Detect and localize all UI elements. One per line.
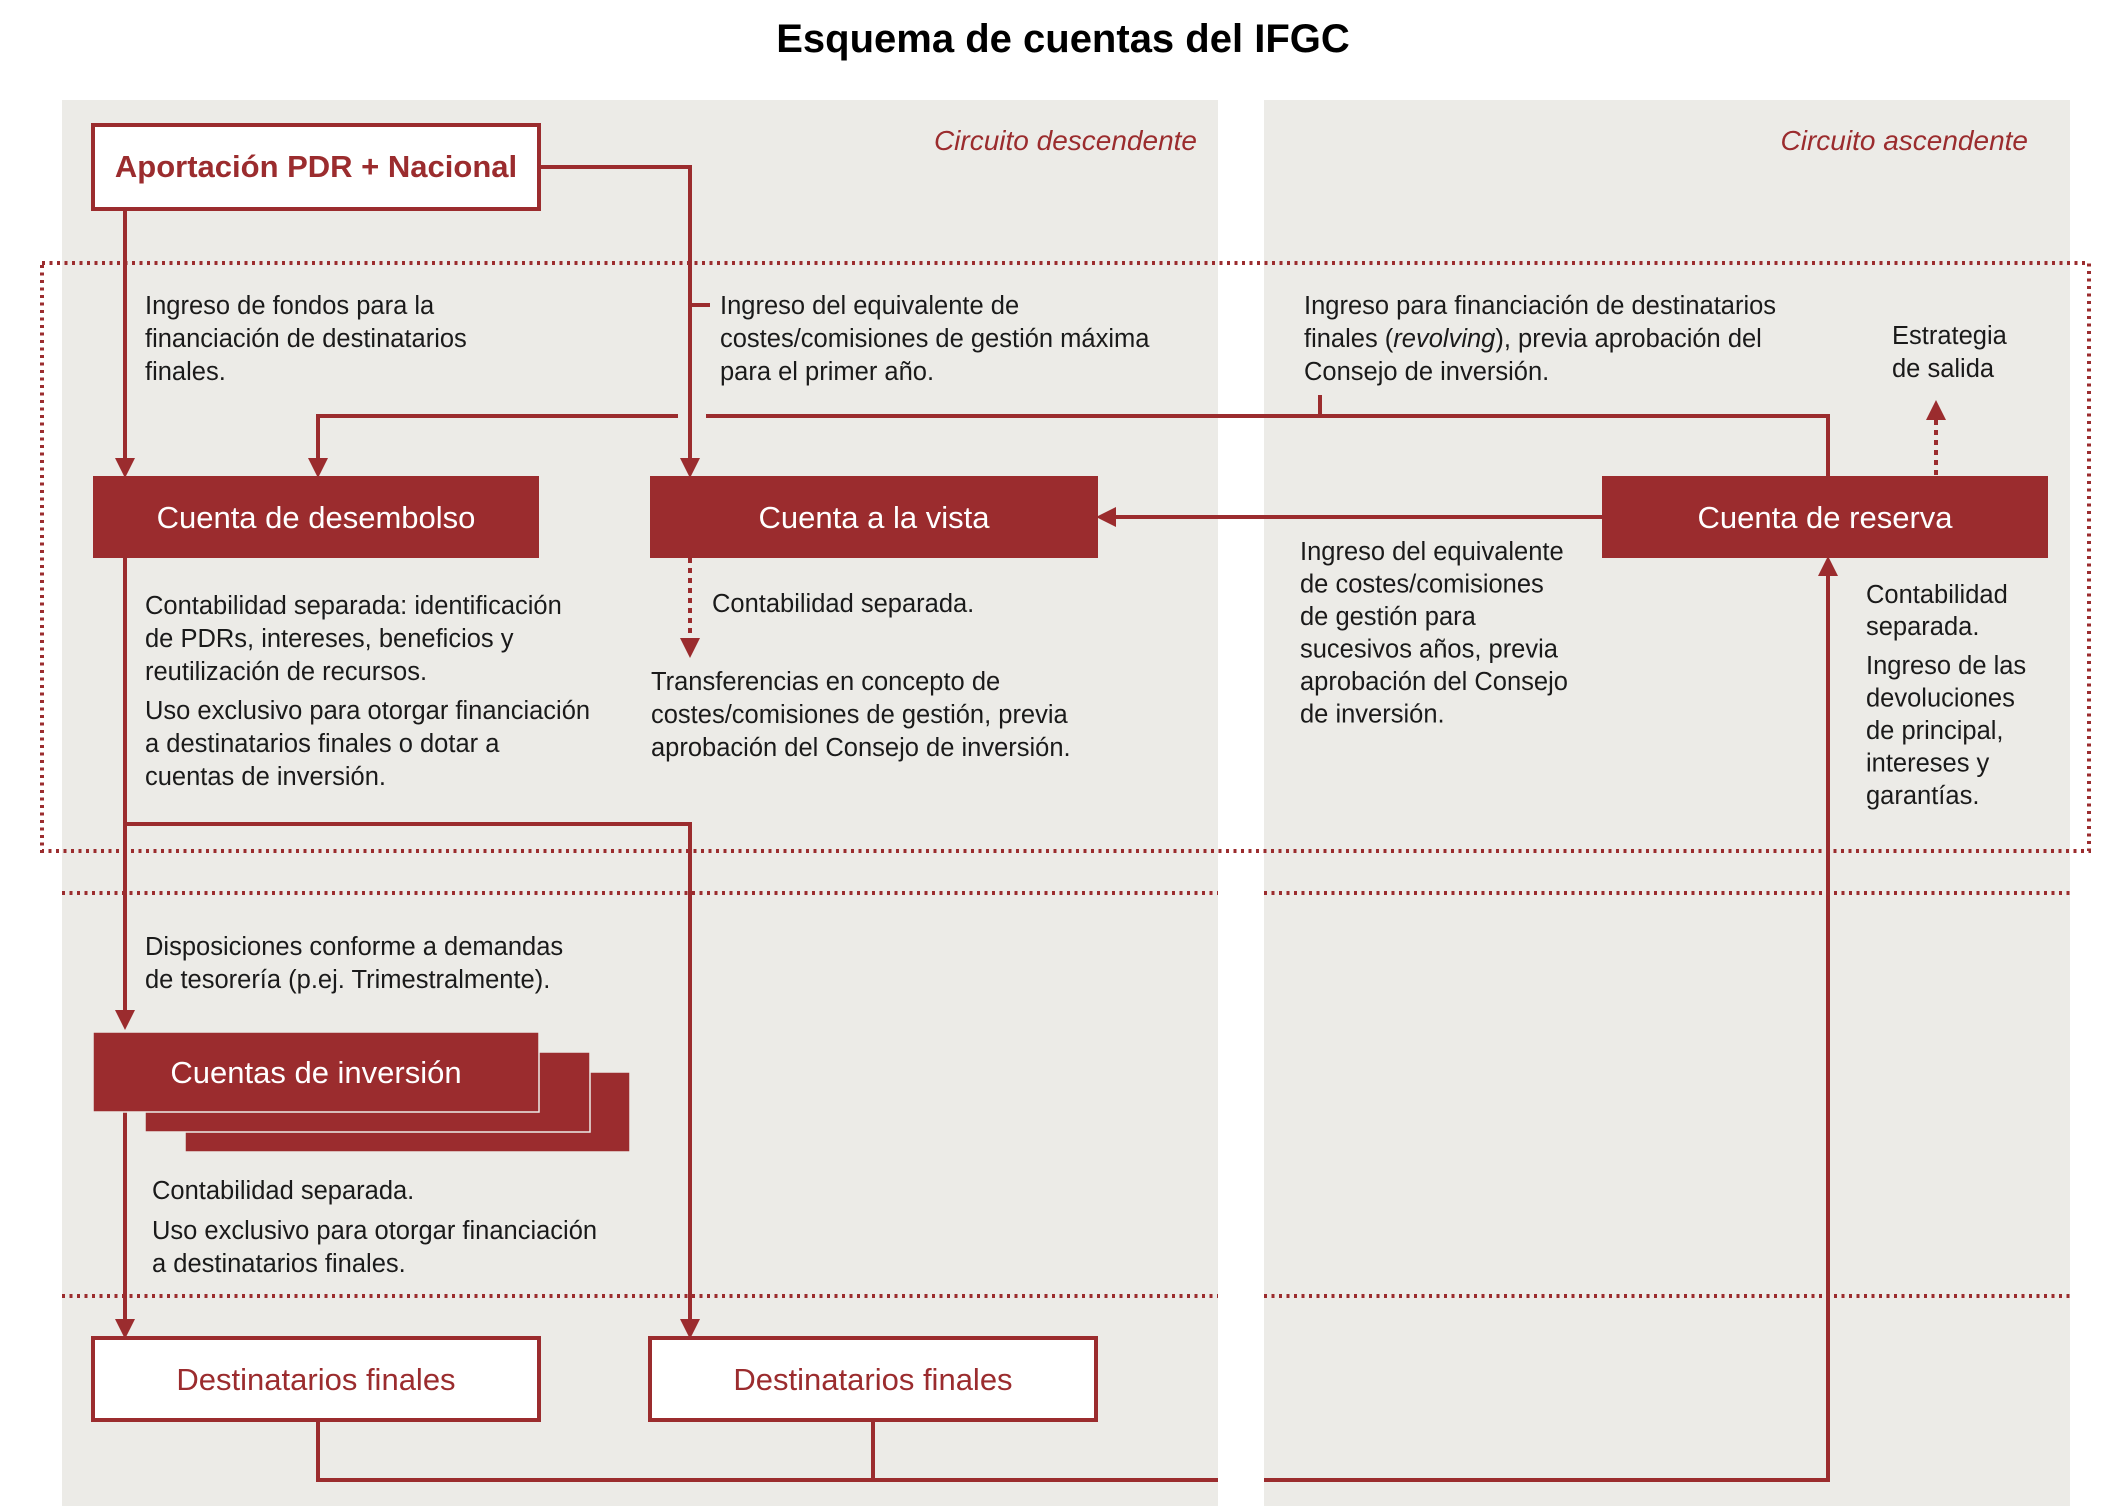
box-cuentas-inversion-label: Cuentas de inversión: [170, 1055, 461, 1090]
box-aportacion-label: Aportación PDR + Nacional: [115, 149, 517, 184]
box-cuenta-desembolso: Cuenta de desembolso: [93, 476, 539, 558]
box-cuentas-inversion: Cuentas de inversión: [92, 1031, 631, 1153]
note-ingreso-sucesivos: Ingreso del equivalente de costes/comisi…: [1300, 538, 1575, 729]
box-cuenta-reserva-label: Cuenta de reserva: [1697, 500, 1953, 535]
box-cuenta-vista: Cuenta a la vista: [650, 476, 1098, 558]
note-uso-desembolso: Uso exclusivo para otorgar financiación …: [145, 697, 597, 791]
note-devoluciones: Ingreso de las devoluciones de principal…: [1866, 652, 2033, 810]
connectors: [115, 165, 1946, 1482]
panel-circuito-ascendente: [1264, 100, 2070, 1506]
note-ingreso-fondos: Ingreso de fondos para la financiación d…: [145, 292, 474, 386]
circuit-label-left: Circuito descendente: [934, 125, 1197, 156]
dotted-zone-frame: [40, 261, 2091, 853]
note-contabilidad-vista: Contabilidad separada.: [712, 590, 974, 618]
arrow-desembolso-destinatarios-2: [125, 822, 700, 1339]
return-line-left: [316, 1422, 1218, 1482]
note-ingreso-revolving: Ingreso para financiación de destinatari…: [1304, 292, 1783, 386]
note-disposiciones: Disposiciones conforme a demandas de tes…: [145, 933, 570, 994]
note-contabilidad-desembolso: Contabilidad separada: identificación de…: [145, 592, 569, 686]
note-transferencias: Transferencias en concepto de costes/com…: [651, 668, 1075, 762]
box-cuenta-vista-label: Cuenta a la vista: [759, 500, 991, 535]
box-aportacion: Aportación PDR + Nacional: [91, 123, 541, 211]
arrow-return-reserva: [1264, 556, 1838, 1482]
circuit-label-right: Circuito ascendente: [1781, 125, 2028, 156]
box-cuenta-desembolso-label: Cuenta de desembolso: [157, 500, 476, 535]
note-contabilidad-inversion: Contabilidad separada.: [152, 1177, 414, 1205]
arrow-aportacion-vista: [540, 165, 700, 478]
note-uso-inversion: Uso exclusivo para otorgar financiación …: [152, 1217, 604, 1278]
box-destinatarios-finales-2-label: Destinatarios finales: [733, 1362, 1012, 1397]
note-estrategia-salida: Estrategia de salida: [1892, 322, 2014, 383]
box-destinatarios-finales-1: Destinatarios finales: [91, 1336, 541, 1422]
arrow-reserva-desembolso-part2: [308, 414, 678, 478]
note-contabilidad-reserva: Contabilidad separada.: [1866, 581, 2015, 641]
panel-circuito-descendente: [62, 100, 1218, 1506]
box-destinatarios-finales-2: Destinatarios finales: [648, 1336, 1098, 1422]
box-cuenta-reserva: Cuenta de reserva: [1602, 476, 2048, 558]
note-ingreso-costes-primer: Ingreso del equivalente de costes/comisi…: [720, 292, 1157, 386]
arrow-reserva-desembolso-part1: [706, 414, 1830, 476]
box-destinatarios-finales-1-label: Destinatarios finales: [176, 1362, 455, 1397]
diagram-title: Esquema de cuentas del IFGC: [776, 17, 1350, 61]
